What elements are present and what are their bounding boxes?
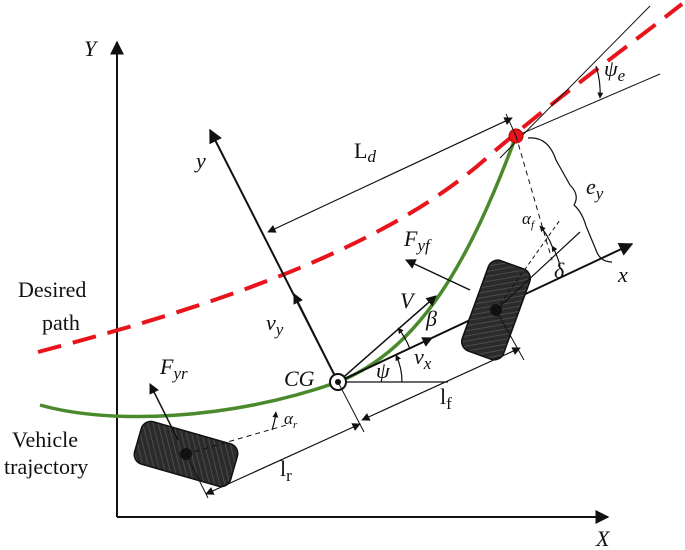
lookahead-ext — [505, 113, 517, 137]
lookahead-label: Ld — [354, 138, 376, 166]
rear-slip-arc — [271, 411, 279, 431]
front-length-label: lf — [440, 384, 452, 413]
rear-lateral-force-label: Fyr — [159, 354, 188, 383]
velocity-label: V — [400, 288, 416, 313]
front-slip-arc — [539, 225, 553, 247]
global-y-axis-label: Y — [84, 36, 99, 61]
body-y-axis-label: y — [194, 148, 206, 173]
lat-velocity-arrow — [293, 293, 339, 383]
rear-length-label: lr — [280, 456, 292, 485]
rear-length-dimension — [205, 423, 361, 495]
lookahead-dimension — [267, 117, 513, 233]
steering-angle-label: δ — [554, 258, 565, 283]
global-x-axis-label: X — [595, 526, 611, 550]
long-velocity-label: vx — [414, 344, 432, 373]
lat-velocity-label: vy — [266, 310, 284, 339]
front-lateral-force-arrow — [405, 259, 471, 291]
body-x-axis-label: x — [617, 262, 628, 287]
rear-ext-line — [185, 453, 209, 499]
rear-slip-label: αr — [284, 409, 298, 431]
rear-lateral-force-arrow — [149, 383, 179, 441]
yaw-angle-arc — [395, 354, 403, 383]
front-wheel-heading — [495, 231, 581, 311]
lateral-error-dashed — [515, 135, 553, 261]
desired-path-label-line2: path — [42, 310, 80, 335]
desired-path-label: Desired — [18, 277, 86, 302]
cg-label: CG — [284, 366, 315, 391]
front-slip-label: αf — [522, 209, 536, 231]
vehicle-trajectory-curve — [39, 135, 518, 419]
front-length-dimension — [361, 347, 521, 421]
front-lateral-force-label: Fyf — [403, 226, 432, 255]
velocity-arrow — [337, 295, 437, 383]
yaw-angle-label: ψ — [376, 358, 390, 383]
lateral-error-label: ey — [586, 174, 604, 203]
slip-angle-label: β — [425, 306, 437, 331]
vehicle-trajectory-label-line2: trajectory — [4, 454, 88, 479]
vehicle-trajectory-label: Vehicle — [12, 427, 78, 452]
lateral-error-brace — [527, 137, 613, 263]
heading-error-arc — [595, 65, 604, 99]
reference-line — [515, 73, 661, 137]
heading-error-label: ψe — [604, 56, 626, 85]
front-velocity-dir — [495, 219, 561, 311]
steering-angle-arc — [551, 245, 561, 267]
front-ext-line — [495, 309, 525, 361]
